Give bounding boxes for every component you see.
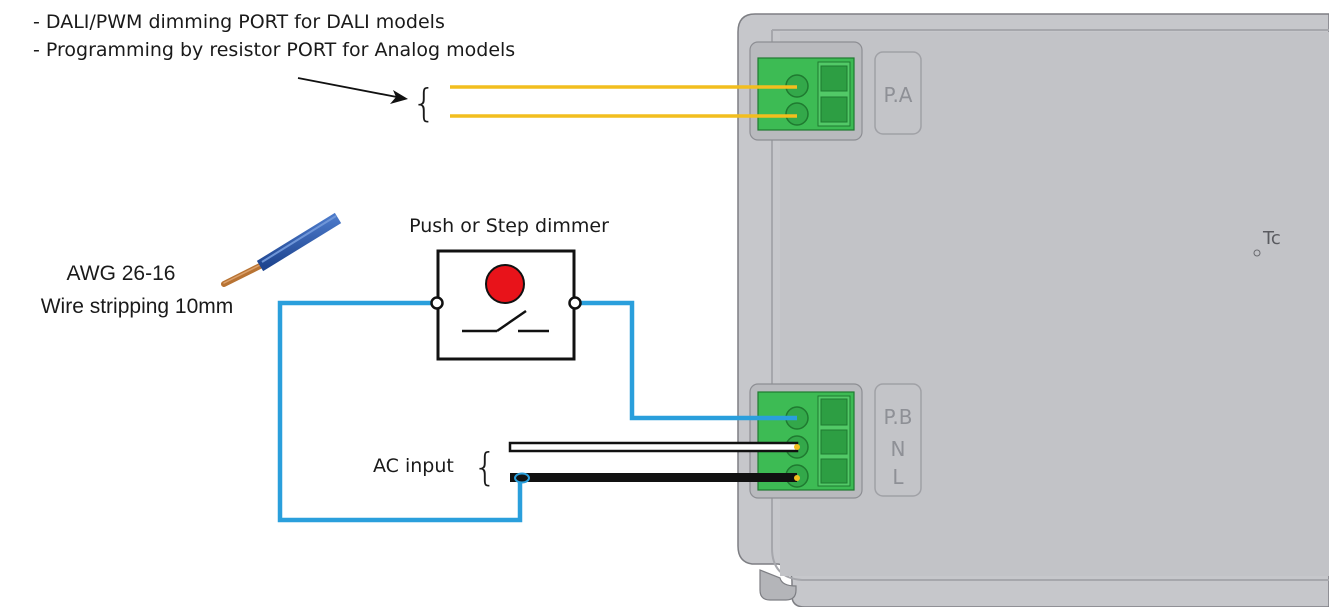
tc-point-icon xyxy=(1253,249,1261,257)
stripped-wire-icon xyxy=(221,212,342,287)
neutral-wire xyxy=(508,441,799,453)
terminal-block-a xyxy=(757,57,855,131)
dimmer-label: Push or Step dimmer xyxy=(409,215,609,237)
callout-arrow xyxy=(297,77,408,104)
port-b-label: P.B xyxy=(883,405,912,429)
brace-dim-port: { xyxy=(412,81,436,125)
housing-inner-rim xyxy=(771,29,1329,581)
arrow-head-icon xyxy=(390,90,408,104)
tc-label: Tc xyxy=(1262,228,1281,249)
dimmer-button-icon xyxy=(485,264,525,304)
brace-ac-input: { xyxy=(473,445,497,489)
switch-lever xyxy=(496,309,527,333)
ac-input-label: AC input xyxy=(373,455,454,477)
neutral-label: N xyxy=(891,437,906,461)
dimmer-terminal-left xyxy=(430,296,444,310)
port-a-label: P.A xyxy=(884,83,913,107)
terminal-a-hole-2 xyxy=(785,102,809,126)
live-wire xyxy=(510,473,797,482)
live-label: L xyxy=(892,465,904,489)
push-step-dimmer xyxy=(430,249,582,361)
live-wire-tap xyxy=(514,472,530,484)
note-resistor: - Programming by resistor PORT for Analo… xyxy=(33,39,515,61)
neutral-wire-end xyxy=(794,444,800,450)
port-a-label-box xyxy=(874,51,922,135)
wire-stripping-label: Wire stripping 10mm xyxy=(41,295,234,318)
switch-wire-right xyxy=(575,300,797,421)
mounting-slot xyxy=(759,569,797,601)
wire-gauge-label: AWG 26-16 xyxy=(67,262,176,285)
port-b-label-box xyxy=(874,383,922,497)
live-wire-end xyxy=(794,475,800,481)
switch-wire-left xyxy=(277,300,523,523)
dimmer-terminal-right xyxy=(568,296,582,310)
note-dali-pwm: - DALI/PWM dimming PORT for DALI models xyxy=(33,11,445,33)
housing-top-face xyxy=(780,32,1329,576)
